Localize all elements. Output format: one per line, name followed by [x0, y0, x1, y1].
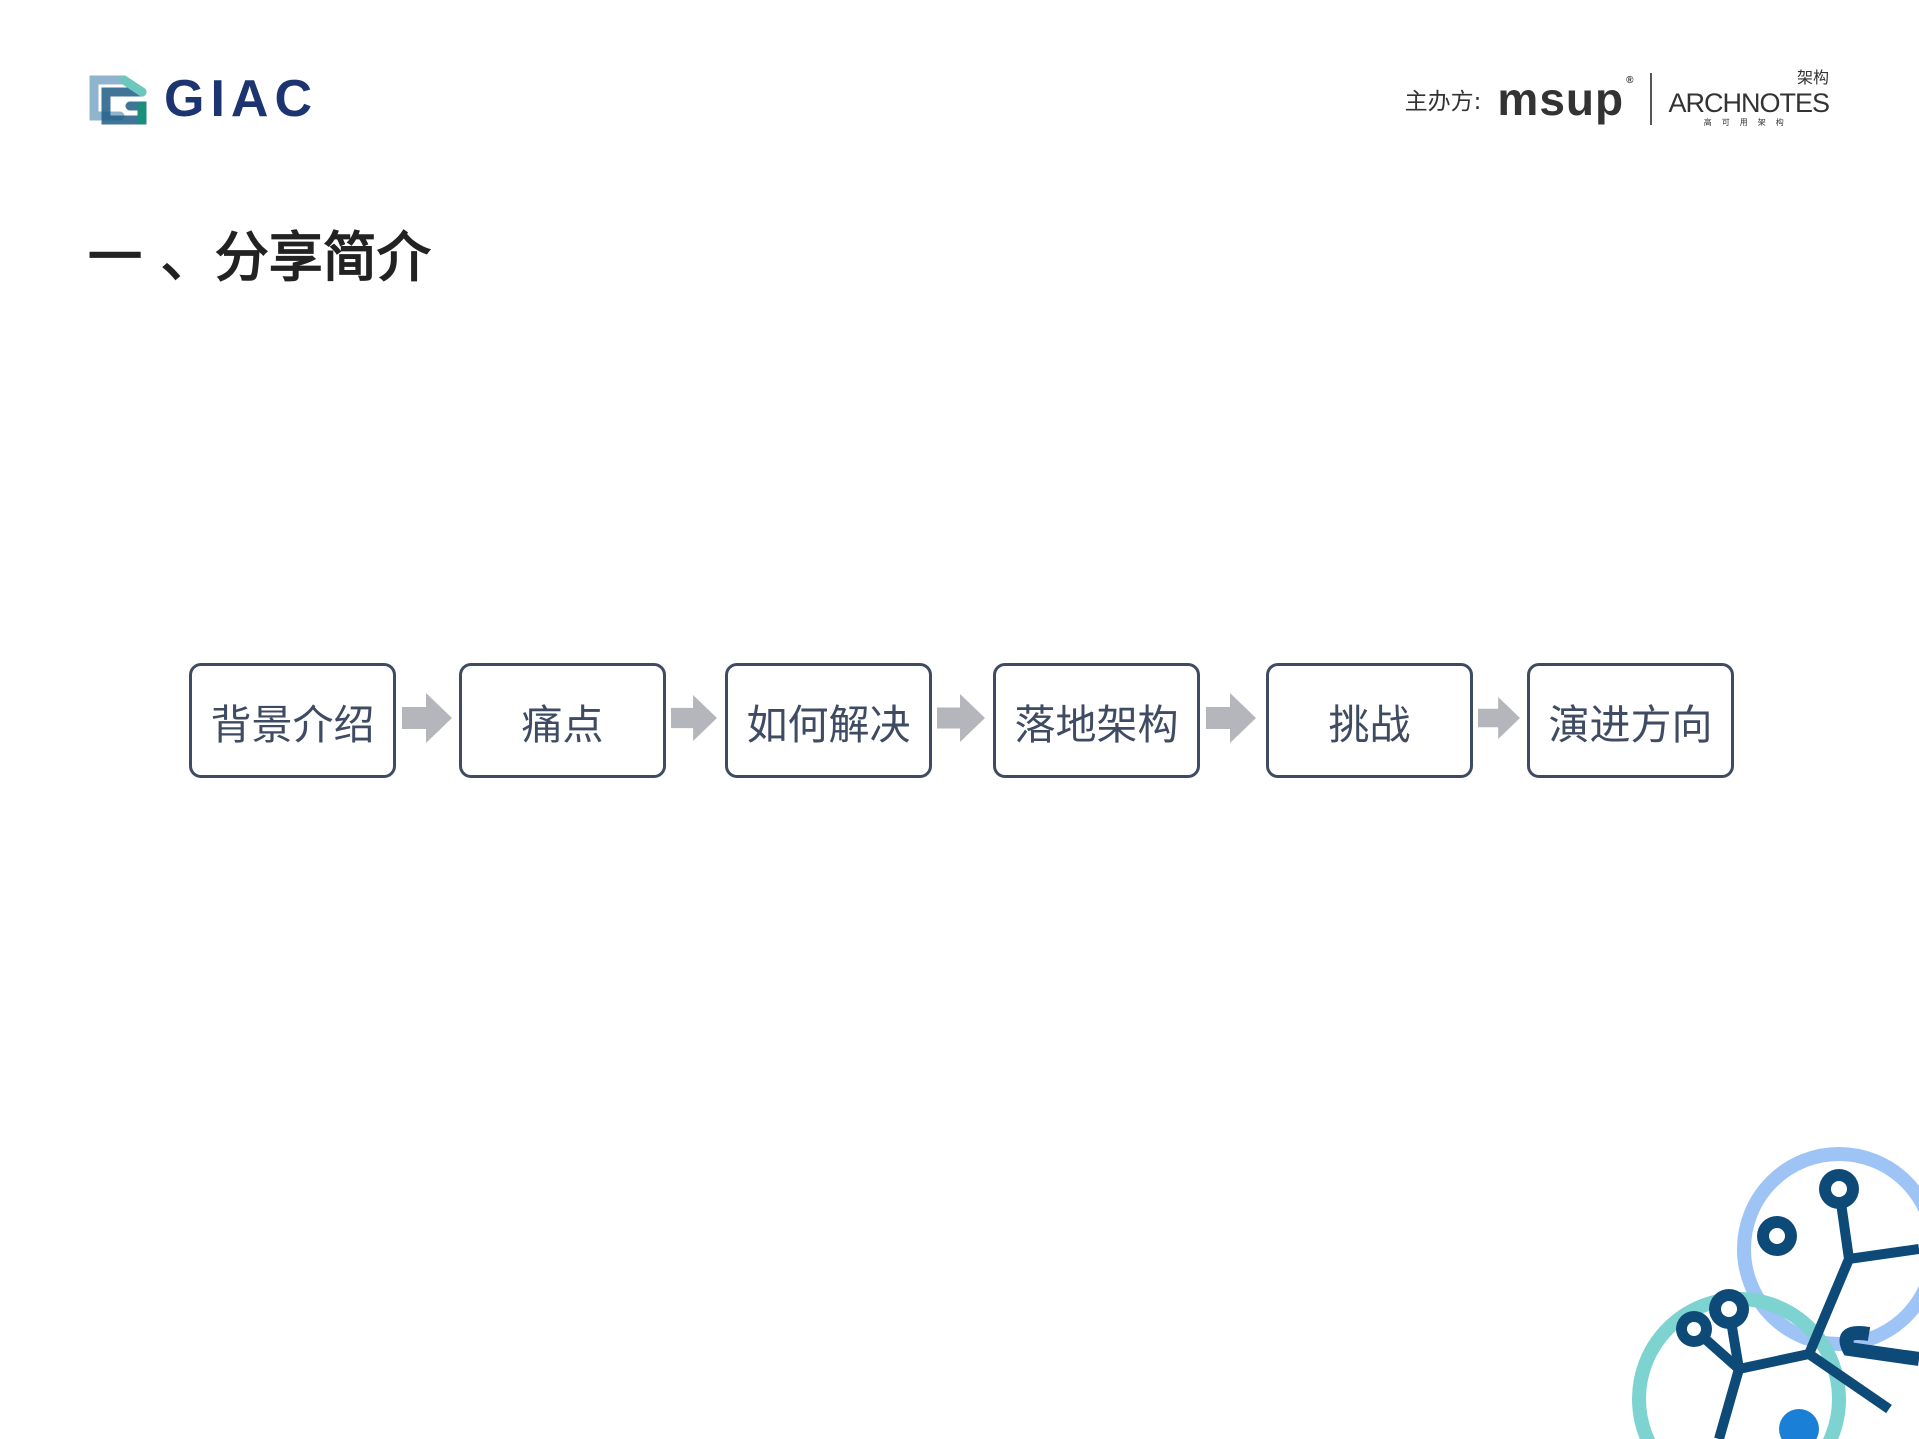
msup-logo-text: msup: [1497, 73, 1625, 125]
arrow-right-icon: [1478, 697, 1520, 739]
flow-step: 落地架构: [993, 663, 1200, 778]
arrow-right-icon: [1206, 693, 1256, 743]
archnotes-logo-sub: 高可用架构: [1703, 118, 1794, 127]
flow-step: 挑战: [1266, 663, 1473, 778]
archnotes-logo: 架构 ARCHNOTES 高可用架构: [1668, 70, 1830, 128]
msup-logo: msup®: [1497, 73, 1635, 125]
flow-step: 演进方向: [1527, 663, 1734, 778]
network-decoration-icon: [1632, 1147, 1919, 1439]
arrow-right-icon: [402, 693, 452, 743]
flow-step: 如何解决: [725, 663, 932, 778]
arrow-right-icon: [671, 695, 717, 741]
slide-title: 一 、分享简介: [88, 226, 431, 289]
archnotes-logo-text: ARCHNOTES: [1668, 88, 1830, 118]
sponsor-area: 主办方: msup® 架构 ARCHNOTES 高可用架构: [1404, 70, 1830, 128]
flow-step: 痛点: [459, 663, 666, 778]
giac-logo-text: GIAC: [164, 70, 318, 128]
arrow-right-icon: [937, 694, 985, 742]
giac-logo: GIAC: [84, 72, 318, 126]
sponsor-divider: [1650, 73, 1653, 125]
giac-mark-icon: [89, 75, 147, 125]
archnotes-logo-cn: 架构: [1796, 70, 1829, 87]
flow-step: 背景介绍: [189, 663, 396, 778]
flow-diagram: 背景介绍 痛点 如何解决 落地架构 挑战 演进方向: [189, 663, 1734, 778]
sponsor-label: 主办方:: [1404, 89, 1482, 115]
